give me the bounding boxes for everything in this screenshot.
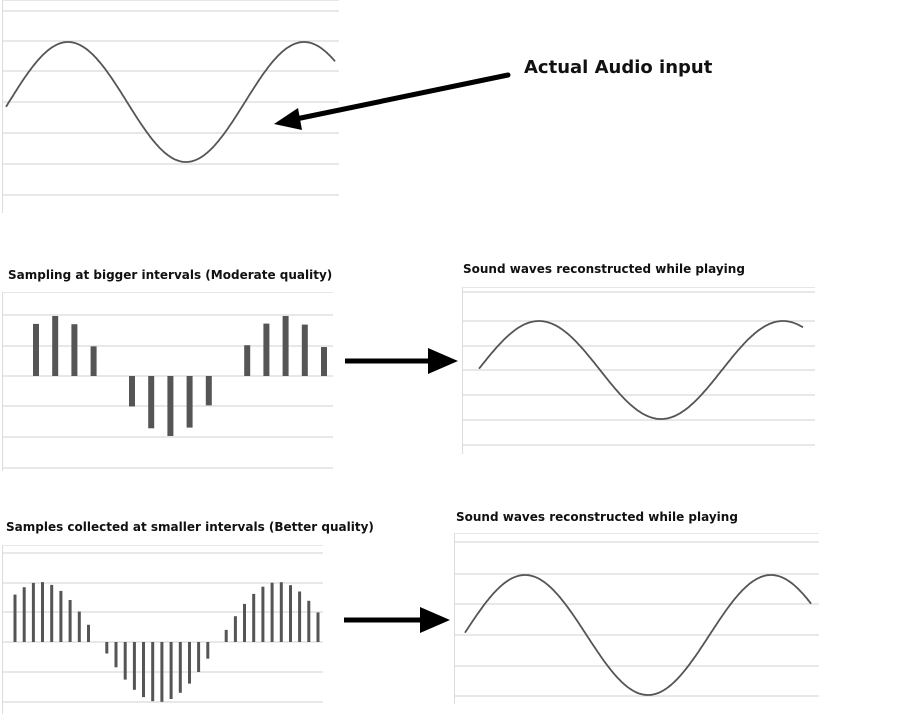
sample-bar (282, 316, 289, 376)
moderate-samples (3, 314, 333, 469)
actual-input-wave (3, 10, 339, 196)
better-samples (3, 552, 323, 703)
sample-bar (114, 642, 118, 668)
better-sampling-label: Samples collected at smaller intervals (… (6, 520, 374, 534)
sample-bar (132, 642, 136, 690)
sample-bar (316, 612, 320, 642)
sample-bar (167, 376, 174, 436)
sample-bar (50, 584, 54, 642)
sample-bar (105, 642, 109, 654)
reconstructed-label-1: Sound waves reconstructed while playing (463, 262, 745, 276)
sample-bar (270, 582, 274, 642)
reconstructed-wave-line-2 (464, 574, 812, 696)
sample-bar (243, 603, 246, 642)
sample-bar (52, 316, 59, 376)
arrow-to-reconstructed-2 (344, 607, 450, 633)
sample-bar (90, 346, 97, 376)
sample-bar (41, 582, 44, 642)
sample-bar (261, 586, 265, 642)
better-samples-panel (2, 545, 323, 714)
sample-bar (59, 590, 63, 642)
sample-bar (307, 600, 311, 642)
reconstructed-wave-1 (463, 291, 815, 446)
reconstructed-wave-line-1 (478, 320, 804, 420)
arrow-to-reconstructed-1 (345, 348, 458, 374)
sample-bar (252, 593, 256, 642)
sample-bar (197, 642, 201, 672)
reconstructed-wave-panel-2 (454, 533, 819, 704)
sample-bar (233, 616, 237, 642)
moderate-sampling-label: Sampling at bigger intervals (Moderate q… (8, 268, 333, 282)
sample-bar (279, 582, 283, 642)
sample-bar (321, 347, 327, 376)
sample-bar (263, 323, 270, 376)
sample-bar (178, 642, 182, 693)
sample-bar (33, 323, 39, 376)
sample-bar (301, 324, 308, 376)
sample-bar (205, 376, 212, 406)
actual-input-label: Actual Audio input (524, 57, 713, 78)
reconstructed-wave-panel-1 (462, 287, 815, 454)
sample-bar (224, 629, 228, 642)
sample-bar (13, 594, 17, 642)
sample-bar (71, 324, 78, 376)
sample-bar (160, 642, 164, 702)
sample-bar (244, 345, 251, 376)
sample-bar (188, 642, 191, 684)
actual-input-wave-line (5, 41, 336, 163)
sample-bar (77, 611, 81, 642)
sample-bar (68, 600, 72, 642)
sample-bar (298, 591, 302, 642)
sample-bar (22, 587, 26, 642)
sample-bar (142, 642, 145, 698)
reconstructed-label-2: Sound waves reconstructed while playing (456, 510, 738, 524)
sample-bar (87, 624, 90, 642)
sample-bar (169, 642, 173, 699)
sample-bar (148, 376, 155, 429)
sample-bar (31, 582, 35, 642)
reconstructed-wave-2 (455, 541, 819, 697)
actual-input-wave-panel (2, 0, 339, 213)
sample-bar (289, 585, 292, 642)
sample-bar (186, 376, 193, 428)
sample-bar (129, 376, 135, 407)
sample-bar (151, 642, 155, 702)
sample-bar (206, 642, 210, 659)
moderate-samples-panel (2, 292, 333, 471)
sample-bar (123, 642, 127, 680)
